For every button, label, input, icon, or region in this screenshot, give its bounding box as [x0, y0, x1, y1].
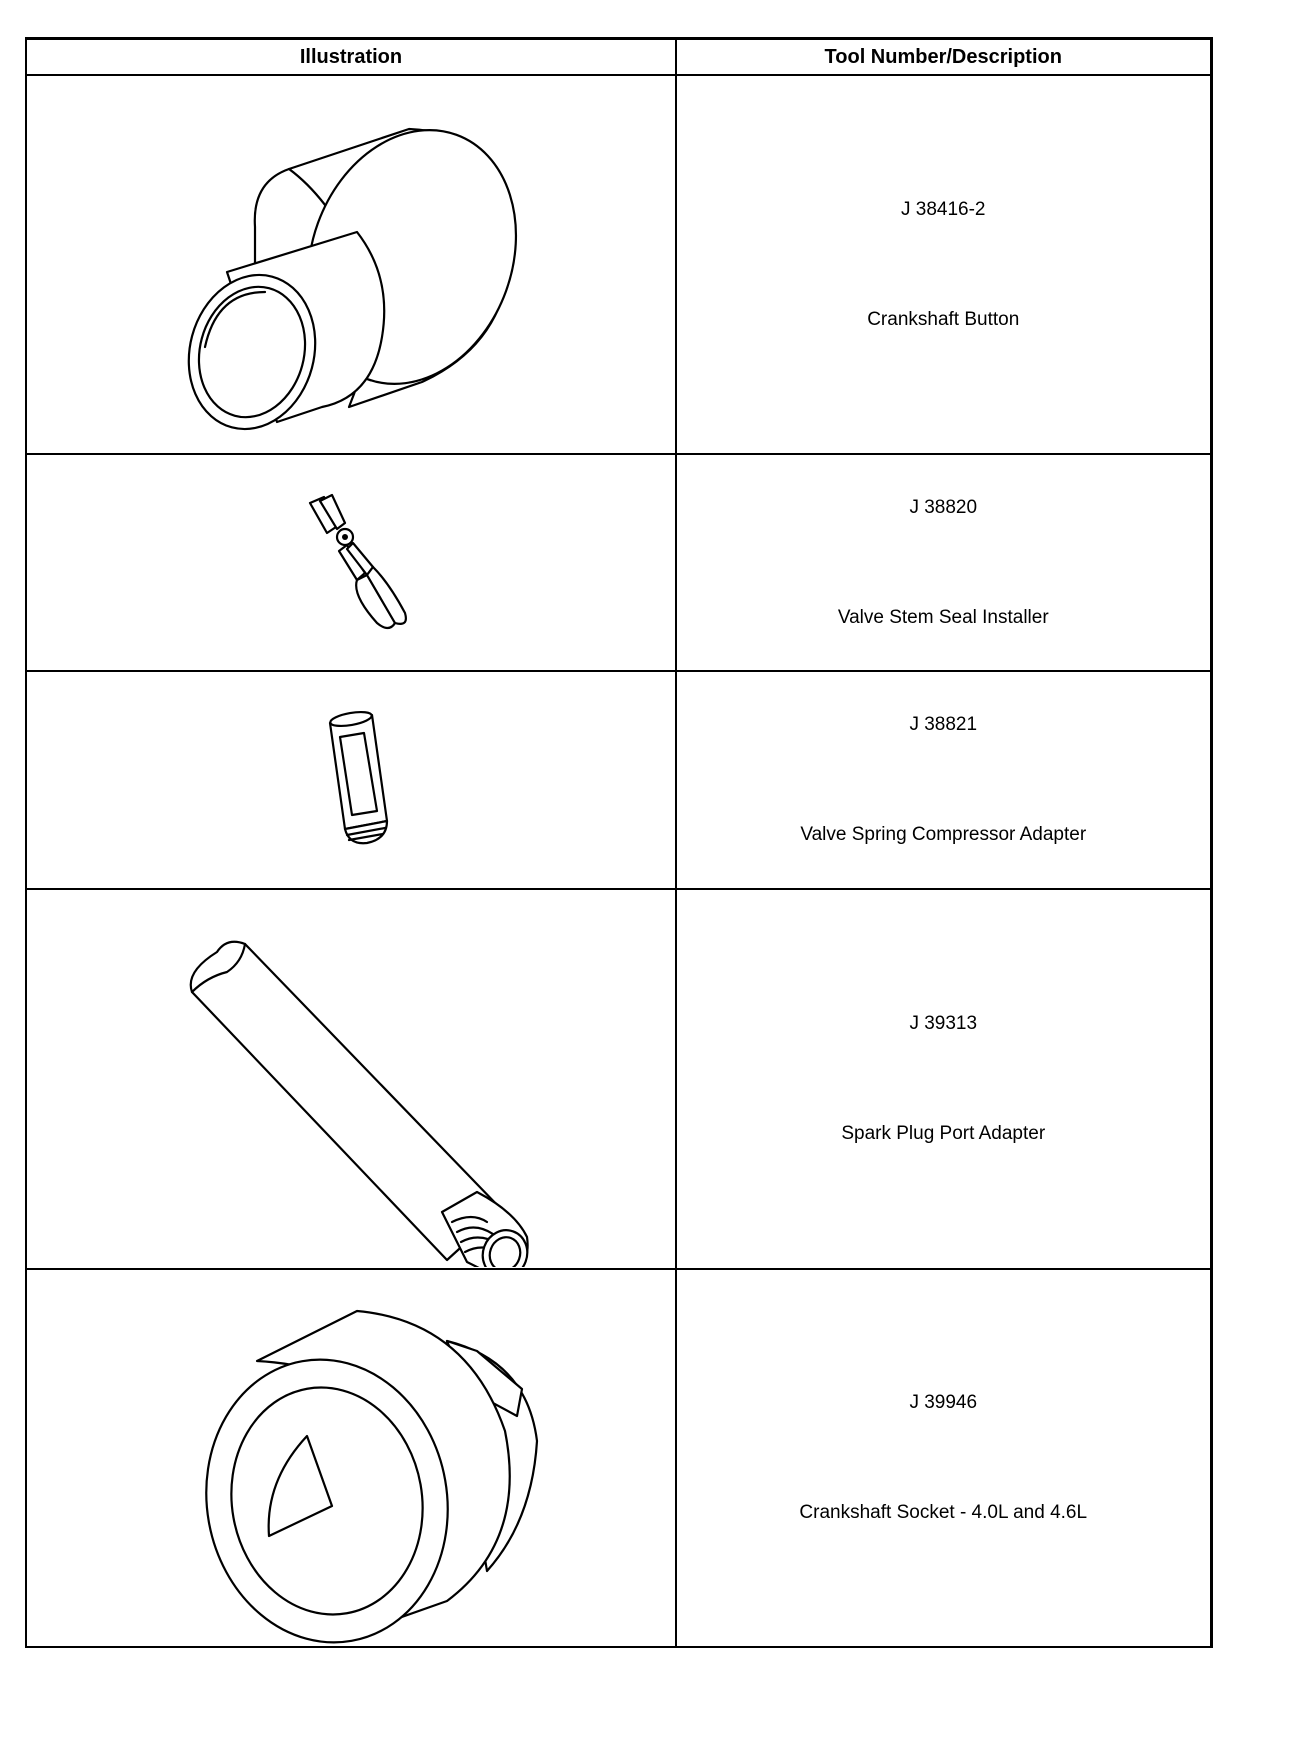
tool-number: J 39313 [909, 1013, 978, 1034]
table-row: J 38820 Valve Stem Seal Installer [25, 453, 1213, 672]
special-tools-table: Illustration Tool Number/Description J 3… [25, 37, 1213, 1648]
valve-stem-seal-installer-drawing [308, 493, 407, 630]
tool-number: J 38820 [909, 496, 978, 518]
crankshaft-button-drawing [187, 127, 518, 431]
tool-cell: J 38820 Valve Stem Seal Installer [675, 453, 1213, 672]
spark-plug-port-adapter-drawing [189, 940, 529, 1267]
illustration-cell [25, 670, 677, 890]
table-row: J 38416-2 Crankshaft Button [25, 74, 1213, 455]
header-row: Illustration Tool Number/Description [25, 37, 1213, 76]
table-row: J 39946 Crankshaft Socket - 4.0L and 4.6… [25, 1268, 1213, 1648]
illustration-header: Illustration [25, 37, 677, 76]
tool-number: J 39946 [909, 1392, 978, 1413]
tool-number: J 38821 [909, 714, 978, 735]
illustration-cell [25, 74, 677, 455]
illustration-cell [25, 453, 677, 672]
tool-header: Tool Number/Description [675, 37, 1213, 76]
tool-description: Valve Stem Seal Installer [837, 606, 1049, 628]
tool-description: Crankshaft Button [867, 308, 1020, 330]
illustration-cell [25, 1268, 677, 1648]
valve-spring-compressor-adapter-drawing [328, 710, 389, 844]
tool-cell: J 38416-2 Crankshaft Button [675, 74, 1213, 455]
table-row: J 38821 Valve Spring Compressor Adapter [25, 670, 1213, 890]
illustration-cell [25, 888, 677, 1270]
table-row: J 39313 Spark Plug Port Adapter [25, 888, 1213, 1270]
tool-description: Spark Plug Port Adapter [841, 1123, 1046, 1144]
tool-cell: J 39313 Spark Plug Port Adapter [675, 888, 1213, 1270]
tool-cell: J 38821 Valve Spring Compressor Adapter [675, 670, 1213, 890]
crankshaft-socket-drawing [205, 1309, 539, 1643]
tool-description: Valve Spring Compressor Adapter [800, 824, 1087, 845]
tool-description: Crankshaft Socket - 4.0L and 4.6L [799, 1502, 1088, 1523]
tool-number: J 38416-2 [900, 198, 986, 220]
tool-cell: J 39946 Crankshaft Socket - 4.0L and 4.6… [675, 1268, 1213, 1648]
